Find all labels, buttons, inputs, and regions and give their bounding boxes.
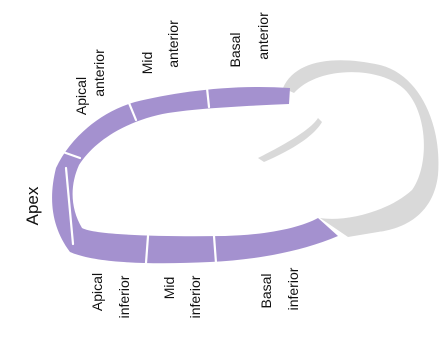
label-basal-inferior-line2: inferior (285, 267, 301, 310)
label-basal-anterior-line2: anterior (255, 12, 271, 60)
outflow-notch (258, 118, 322, 162)
label-mid-inferior-line1: Mid (161, 277, 177, 300)
label-apex: Apex (23, 186, 42, 225)
label-basal-anterior-line1: Basal (227, 32, 243, 67)
outflow-tract (283, 60, 438, 237)
myocardium-wall (52, 87, 338, 263)
label-basal-anterior: Basal anterior (227, 12, 271, 68)
label-apical-inferior-line1: Apical (89, 273, 105, 311)
label-mid-inferior-line2: inferior (187, 275, 203, 318)
label-mid-anterior-line2: anterior (165, 20, 181, 68)
label-mid-anterior: Mid anterior (139, 20, 181, 74)
label-mid-inferior: Mid inferior (161, 275, 203, 318)
label-apical-inferior: Apical inferior (89, 273, 132, 318)
label-apical-anterior-line1: Apical (73, 77, 89, 115)
label-basal-inferior: Basal inferior (258, 267, 301, 310)
label-apical-inferior-line2: inferior (116, 275, 132, 318)
label-apical-anterior-line2: anterior (91, 49, 107, 97)
label-basal-inferior-line1: Basal (258, 273, 274, 308)
label-mid-anterior-line1: Mid (139, 52, 155, 75)
label-apical-anterior: Apical anterior (73, 49, 107, 115)
